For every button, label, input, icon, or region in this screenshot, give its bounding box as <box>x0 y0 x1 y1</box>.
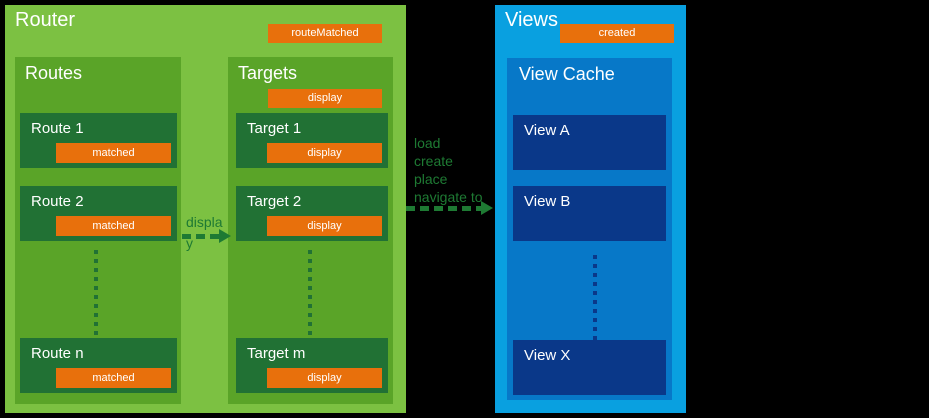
target-m-display-badge: display <box>267 368 382 388</box>
navigate-arrow-head-icon <box>481 201 493 215</box>
target-2-node: Target 2 display <box>236 186 388 241</box>
route-1-node: Route 1 matched <box>20 113 177 168</box>
navigate-arrow-label: load create place navigate to <box>414 135 483 205</box>
target-m-node: Target m display <box>236 338 388 393</box>
display-arrow-line <box>182 234 220 239</box>
route-1-label: Route 1 <box>31 120 84 137</box>
display-arrow-head-icon <box>219 229 231 243</box>
view-x-label: View X <box>524 347 571 364</box>
route-n-label: Route n <box>31 345 84 362</box>
view-cache-group: View Cache View A View B View X <box>507 58 672 400</box>
target-2-display-badge: display <box>267 216 382 236</box>
targets-ellipsis-dots <box>308 250 312 335</box>
view-a-label: View A <box>524 122 570 139</box>
route-n-node: Route n matched <box>20 338 177 393</box>
targets-display-badge: display <box>268 89 382 108</box>
route-2-matched-badge: matched <box>56 216 171 236</box>
routematched-event-badge: routeMatched <box>268 24 382 43</box>
view-a-node: View A <box>513 115 666 170</box>
targets-group: Targets display Target 1 display Target … <box>228 57 393 404</box>
display-arrow-label: display <box>186 214 223 251</box>
router-title: Router <box>15 9 76 31</box>
routes-group: Routes Route 1 matched Route 2 matched R… <box>15 57 181 404</box>
view-cache-title: View Cache <box>519 64 615 84</box>
target-2-label: Target 2 <box>247 193 302 210</box>
target-m-label: Target m <box>247 345 306 362</box>
created-event-badge: created <box>560 24 674 43</box>
routes-title: Routes <box>25 63 83 83</box>
target-1-display-badge: display <box>267 143 382 163</box>
view-b-label: View B <box>524 193 571 210</box>
route-n-matched-badge: matched <box>56 368 171 388</box>
route-1-matched-badge: matched <box>56 143 171 163</box>
route-2-node: Route 2 matched <box>20 186 177 241</box>
views-title: Views <box>505 9 558 31</box>
view-b-node: View B <box>513 186 666 241</box>
route-2-label: Route 2 <box>31 193 84 210</box>
view-x-node: View X <box>513 340 666 395</box>
navigate-arrow-line <box>406 206 482 211</box>
targets-title: Targets <box>238 63 298 83</box>
target-1-label: Target 1 <box>247 120 302 137</box>
views-container: Views created View Cache View A View B V… <box>495 5 686 413</box>
routes-ellipsis-dots <box>94 250 98 335</box>
router-container: Router routeMatched Routes Route 1 match… <box>5 5 406 413</box>
target-1-node: Target 1 display <box>236 113 388 168</box>
view-cache-ellipsis-dots <box>593 255 597 340</box>
